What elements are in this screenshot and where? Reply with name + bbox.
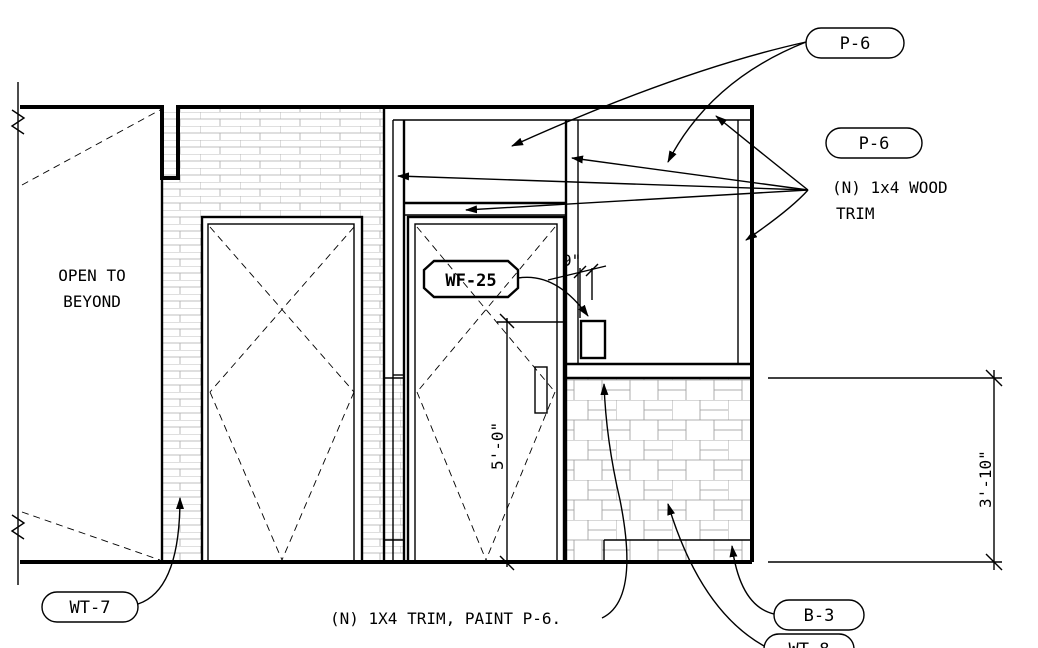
tag-wf25-text: WF-25	[445, 271, 496, 291]
leaders	[137, 41, 809, 647]
note-wood-trim-1: (N) 1x4 WOOD	[832, 178, 948, 197]
tag-p6-top-text: P-6	[840, 34, 871, 54]
tag-wt7-text: WT-7	[70, 598, 111, 618]
dimension-5ft: 5'-0"	[488, 313, 566, 571]
tag-p6-top: P-6	[805, 27, 905, 59]
tile-strip-mid	[384, 375, 404, 561]
dimension-3ft10: 3'-10"	[768, 369, 1003, 571]
tag-wf25: WF-25	[422, 259, 520, 299]
door-pull-handle	[534, 366, 548, 414]
note-trim-paint: (N) 1X4 TRIM, PAINT P-6.	[330, 609, 561, 628]
tag-p6-right: P-6	[825, 127, 923, 159]
wall-outline	[20, 105, 754, 564]
wf25-fixture	[579, 319, 607, 360]
tag-wt-bottom: WT-8	[763, 633, 855, 648]
basketweave-tile	[566, 378, 752, 561]
tag-p6-right-text: P-6	[859, 134, 890, 154]
wood-trim-frame	[382, 107, 752, 562]
note-open-to-2: BEYOND	[63, 292, 121, 311]
tag-b3: B-3	[773, 599, 865, 631]
tag-wt7: WT-7	[41, 591, 139, 623]
tag-wt-bottom-text: WT-8	[789, 640, 830, 648]
dimension-9in: 9"	[547, 251, 607, 318]
open-area	[10, 82, 161, 585]
door-1	[200, 215, 364, 564]
door-2	[406, 215, 566, 564]
dimension-five-ft-text: 5'-0"	[488, 422, 507, 470]
dimension-nine-in-text: 9"	[562, 251, 581, 270]
note-wood-trim-2: TRIM	[836, 204, 875, 223]
door-opening-1	[202, 217, 362, 561]
tag-b3-text: B-3	[804, 606, 835, 626]
dimension-three-ten-text: 3'-10"	[976, 450, 995, 508]
note-open-to-1: OPEN TO	[58, 266, 125, 285]
